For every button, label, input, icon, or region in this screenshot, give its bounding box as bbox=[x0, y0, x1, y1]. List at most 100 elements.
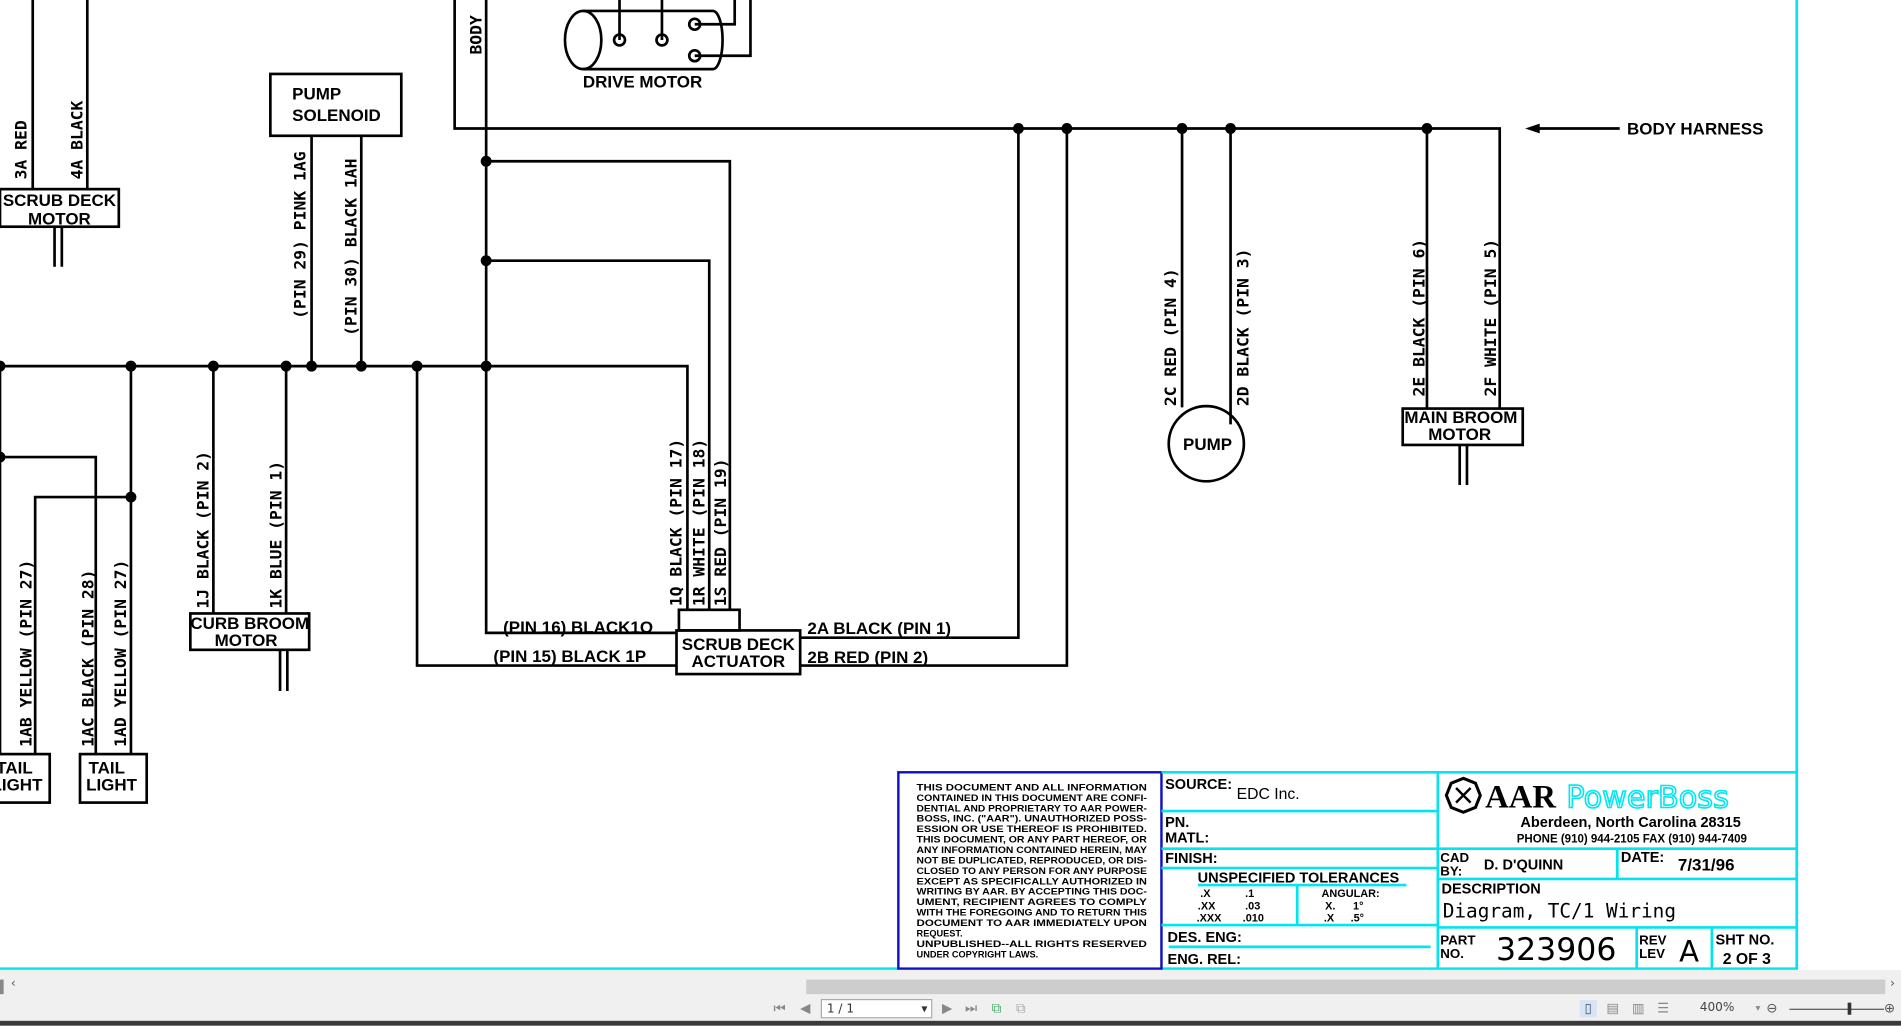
next-page-icon[interactable]: ▶ bbox=[942, 1000, 953, 1016]
disclaimer-line: THIS DOCUMENT AND ALL INFORMATION bbox=[917, 782, 1148, 792]
0-label: .XX bbox=[1198, 900, 1216, 912]
1-label: 1° bbox=[1353, 900, 1363, 912]
date-label: 7/31/96 bbox=[1678, 855, 1735, 874]
status-strip bbox=[0, 1020, 1901, 1026]
pump-label: PUMP bbox=[1183, 435, 1232, 454]
pin29-label: (PIN 29) PINK 1AG bbox=[291, 151, 310, 319]
disclaimer-line: DENTIAL AND PROPRIETARY TO AAR POWER- bbox=[917, 803, 1147, 813]
0-label: PUMP bbox=[292, 84, 341, 103]
0-label: .X bbox=[1200, 888, 1211, 900]
zoom-slider[interactable] bbox=[1789, 1008, 1885, 1010]
0-label: X. bbox=[1325, 900, 1335, 912]
chevron-down-icon[interactable]: ▾ bbox=[921, 1002, 928, 1016]
w1ab-label: 1AB YELLOW (PIN 27) bbox=[17, 560, 36, 747]
source-label-label: SOURCE: bbox=[1165, 777, 1232, 793]
disclaimer-line: NOT BE DUPLICATED, REPRODUCED, OR DIS- bbox=[917, 855, 1147, 865]
rev-label-label: REV LEV bbox=[1639, 932, 1670, 960]
zoom-slider-handle[interactable] bbox=[1847, 1002, 1852, 1015]
1-label: MOTOR bbox=[1428, 425, 1491, 444]
1-label: MOTOR bbox=[28, 209, 91, 228]
1-label: MOTOR bbox=[215, 631, 278, 650]
single-page-icon[interactable]: ▯ bbox=[1579, 1000, 1597, 1018]
w1r-label: 1R WHITE (PIN 18) bbox=[689, 439, 708, 606]
sheet-label: 2 OF 3 bbox=[1723, 951, 1771, 968]
scrub-deck-motor: SCRUB DECK MOTOR bbox=[0, 187, 121, 228]
1-label: ACTUATOR bbox=[692, 652, 786, 671]
w1k-label: 1K BLUE (PIN 1) bbox=[266, 461, 285, 609]
page-number-input[interactable]: 1 / 1▾ bbox=[820, 998, 933, 1019]
confidentiality-notice: THIS DOCUMENT AND ALL INFORMATIONCONTAIN… bbox=[917, 782, 1148, 959]
body-label: BODY bbox=[466, 15, 485, 55]
viewer-toolbar: ‹ › ⏮ ◀ 1 / 1▾ ▶ ⏭ ⧉ ⧉ ▯ ▤ ▥ ☰ 400% ▾ ⊖ … bbox=[0, 969, 1901, 1026]
w1s-label: 1S RED (PIN 19) bbox=[711, 458, 730, 606]
zoom-dropdown-icon[interactable]: ▾ bbox=[1755, 1002, 1761, 1014]
0-label: .X bbox=[1324, 912, 1335, 924]
drawing-border bbox=[0, 0, 1799, 970]
insert-page-icon[interactable]: ⧉ bbox=[1015, 1000, 1026, 1016]
1-label: LIGHT bbox=[86, 775, 138, 794]
extract-page-icon[interactable]: ⧉ bbox=[991, 1000, 1002, 1016]
w4a-label: 4A BLACK bbox=[67, 100, 86, 179]
rev-label: A bbox=[1679, 934, 1699, 968]
horizontal-scrollbar-thumb[interactable] bbox=[806, 979, 1886, 995]
first-page-icon[interactable]: ⏮ bbox=[773, 1000, 786, 1016]
pump-solenoid: PUMP SOLENOID bbox=[269, 72, 403, 138]
zoom-out-icon[interactable]: ⊖ bbox=[1766, 1000, 1778, 1016]
disclaimer-line: WITH THE FOREGOING AND TO RETURN THIS bbox=[917, 908, 1147, 918]
eng-rel-label-label: ENG. REL: bbox=[1168, 952, 1241, 968]
logo-aar-label: AAR bbox=[1485, 779, 1556, 815]
0-label: CURB BROOM bbox=[190, 614, 309, 633]
w2b-label: 2B RED (PIN 2) bbox=[807, 648, 928, 667]
1-label: SOLENOID bbox=[292, 106, 381, 125]
tail-light-right: TAIL LIGHT bbox=[78, 752, 149, 804]
finish-label-label: FINISH: bbox=[1165, 851, 1217, 867]
1-label: .03 bbox=[1245, 900, 1260, 912]
w1ac-label: 1AC BLACK (PIN 28) bbox=[78, 570, 97, 747]
1-label: .5° bbox=[1351, 912, 1364, 924]
zoom-level[interactable]: 400% bbox=[1699, 1001, 1735, 1015]
two-page-continuous-icon[interactable]: ☰ bbox=[1657, 1000, 1670, 1016]
1-label: LIGHT bbox=[0, 775, 43, 794]
continuous-icon[interactable]: ▤ bbox=[1606, 1000, 1620, 1016]
scroll-left-arrow-icon[interactable]: ‹ bbox=[10, 977, 16, 991]
last-page-icon[interactable]: ⏭ bbox=[965, 1000, 978, 1016]
0-label: .XXX bbox=[1197, 912, 1223, 924]
two-page-icon[interactable]: ▥ bbox=[1631, 1000, 1645, 1016]
w1q-label: 1Q BLACK (PIN 17) bbox=[666, 439, 685, 606]
prev-page-icon[interactable]: ◀ bbox=[800, 1000, 811, 1016]
body-harness-label: BODY HARNESS bbox=[1525, 120, 1763, 139]
wiring-diagram: SCRUB DECK MOTOR PUMP SOLENOID DRIVE MOT… bbox=[0, 0, 1799, 970]
zoom-in-icon[interactable]: ⊕ bbox=[1884, 1000, 1896, 1016]
w1j-label: 1J BLACK (PIN 2) bbox=[194, 451, 213, 609]
main-broom-motor: MAIN BROOM MOTOR bbox=[1401, 407, 1525, 447]
cad-by-label: D. D'QUINN bbox=[1484, 857, 1563, 873]
0-label: SCRUB DECK bbox=[682, 635, 796, 654]
pin30-label: (PIN 30) BLACK 1AH bbox=[341, 159, 360, 336]
tolerances-title-label: UNSPECIFIED TOLERANCES bbox=[1198, 871, 1400, 887]
body-harness-label: BODY HARNESS bbox=[1627, 120, 1763, 139]
0-label: SCRUB DECK bbox=[3, 191, 117, 210]
w1ad-label: 1AD YELLOW (PIN 27) bbox=[111, 560, 130, 747]
0-label: MAIN BROOM bbox=[1404, 408, 1517, 427]
title-block: THIS DOCUMENT AND ALL INFORMATIONCONTAIN… bbox=[897, 770, 1797, 970]
junctions bbox=[0, 123, 1433, 503]
disclaimer-line: ANY INFORMATION CONTAINED HEREIN, MAY bbox=[917, 845, 1147, 855]
w2c-label: 2C RED (PIN 4) bbox=[1161, 268, 1180, 406]
logo-powerboss-label: PowerBoss bbox=[1566, 780, 1729, 815]
1-label: .1 bbox=[1245, 888, 1254, 900]
disclaimer-line: UMENT, RECIPIENT AGREES TO COMPLY bbox=[917, 897, 1147, 907]
date-label-label: DATE: bbox=[1621, 850, 1664, 866]
curb-broom-motor: CURB BROOM MOTOR bbox=[189, 612, 311, 652]
sheet-label-label: SHT NO. bbox=[1716, 932, 1775, 948]
disclaimer-line: DOCUMENT TO AAR IMMEDIATELY UPON bbox=[917, 918, 1148, 928]
des-eng-label-label: DES. ENG: bbox=[1168, 930, 1242, 946]
disclaimer-line: ESSION OR USE THEREOF IS PROHIBITED. bbox=[917, 824, 1147, 834]
description-label-label: DESCRIPTION bbox=[1442, 882, 1541, 898]
scroll-right-arrow-icon[interactable]: › bbox=[1890, 977, 1895, 991]
w2e-label: 2E BLACK (PIN 6) bbox=[1410, 239, 1429, 397]
angular-label-label: ANGULAR: bbox=[1321, 888, 1379, 900]
tail-light-left: TAIL LIGHT bbox=[0, 752, 52, 804]
drive-motor: DRIVE MOTOR bbox=[563, 9, 724, 91]
scrub-deck-actuator: SCRUB DECK ACTUATOR bbox=[675, 608, 802, 676]
